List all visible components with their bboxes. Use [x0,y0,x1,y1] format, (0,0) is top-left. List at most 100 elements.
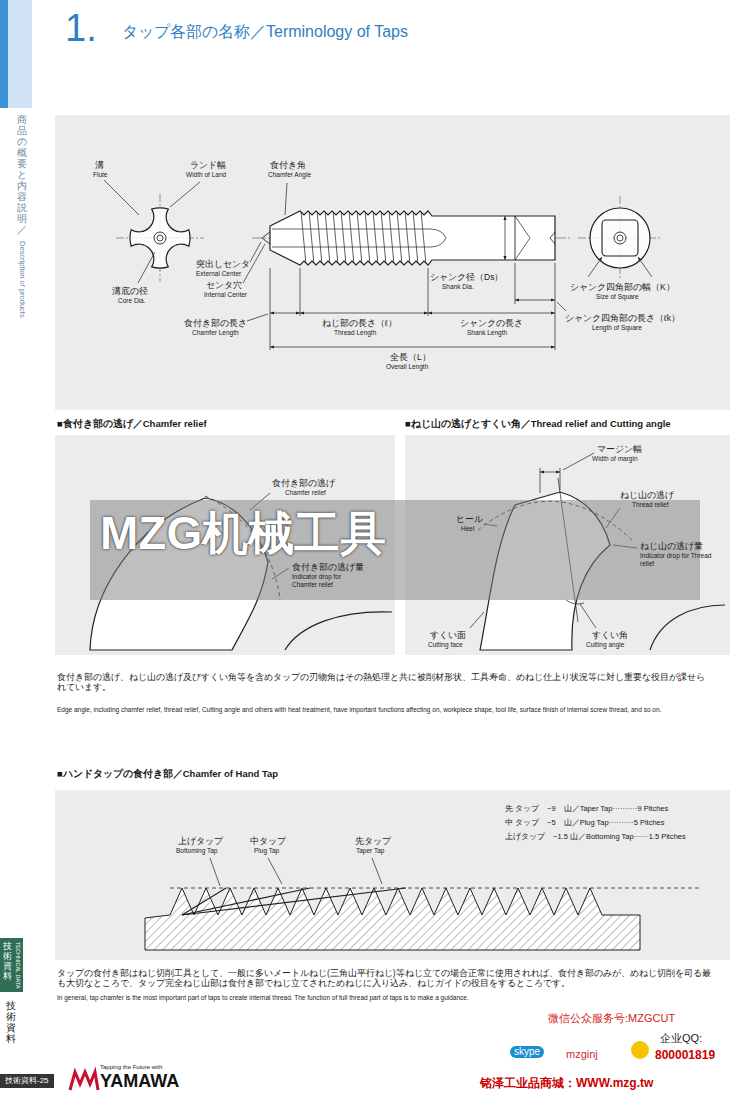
drawing-line [262,232,270,244]
brand-logo: YAMAWA [100,1071,179,1093]
drawing-line [138,252,155,283]
annotation-label: 上げタップ [178,836,223,846]
drawing-line [154,232,166,244]
annotation-label: すくい面 [430,630,466,640]
tap-side-view [252,211,572,265]
drawing-line [70,1072,98,1090]
drawing-line [300,213,428,263]
annotation-label: 中タップ [250,836,286,846]
rotated-text: TECHNICAL DATA [14,942,21,988]
drawing-line [428,313,555,314]
watermark-band [90,500,700,600]
annotation-label: ねじ山の逃げ量 [640,541,703,551]
tagline: Tapping the Future with [100,1064,162,1071]
annotation-label: Thread relief [632,501,669,509]
dimension-line [270,216,555,350]
annotation-label: Shank Length [467,329,507,337]
watermark-text: 铭泽工业品商城：WWW.mzg.tw [480,1076,653,1090]
annotation-label: Chamfer Angle [268,171,311,179]
drawing-line [170,182,200,207]
drawing-line [515,300,555,301]
watermark-text: 企业QQ: [660,1032,702,1045]
drawing-line [580,604,596,628]
drawing-line [270,268,271,350]
drawing-line [55,115,730,410]
drawing-line [270,211,555,265]
annotation-label: 溝 [95,160,104,171]
rotated-text: Description of products [18,241,27,318]
annotation-label: シャンク四角部の幅（K） [570,282,675,292]
side-tab-text: 技術資料 [6,1000,16,1044]
drawing-line [210,858,220,886]
logo-text: skype [510,1046,544,1058]
drawing-line [563,453,594,470]
drawing-line [272,238,446,247]
leader-line [104,180,566,321]
drawing-line [270,347,555,348]
drawing-line [300,313,428,314]
page-number-badge: 技術資料-25 [0,1074,54,1088]
body-paragraph: 食付き部の逃げ、ねじ山の逃げ及びすくい角等を含めタップの刃物角はその熱処理と共に… [57,672,707,692]
drawing-line [515,263,516,304]
drawing-line [588,257,602,277]
annotation-label: 食付き部の長さ [184,318,247,328]
drawing-line [250,242,261,262]
body-paragraph: Edge angle, including chamfer relief, th… [57,706,697,714]
drawing-line [560,468,561,490]
drawing-line [470,612,484,628]
header-bar [0,0,32,108]
drawing-line [631,1041,649,1059]
drawing-line [55,790,730,960]
annotation-label: マージン幅 [597,444,642,454]
watermark-text: 微信公众服务号:MZGCUT [548,1012,675,1025]
annotation-label: ねじ部の長さ（ℓ） [322,318,397,328]
drawing-line [157,235,163,241]
table-row: 中 タップ −5 山／Plug Tap··········5 Pitches [505,818,665,827]
page-title: タップ各部の名称／Terminology of Taps [122,22,408,41]
annotation-label: Chamfer Length [192,329,239,337]
table-row: 上げタップ −1.5 山／Bottoming Tap······1.5 Pitc… [505,832,686,841]
section-heading: ■食付き部の逃げ／Chamfer relief [57,418,207,429]
watermark-text: mzginj [566,1048,598,1061]
drawing-line [285,612,392,650]
drawing-line [145,888,640,950]
annotation-label: Thread Length [334,329,376,337]
drawing-line [617,235,623,241]
drawing-line [0,0,32,108]
drawing-line [638,257,652,277]
annotation-label: シャンクの長さ [460,318,523,328]
annotation-label: センタ穴 [206,280,242,290]
annotation-label: シャンク径（Ds） [430,272,503,282]
body-paragraph: タップの食付き部はねじ切削工具として、一般に多いメートルねじ(三角山平行ねじ)等… [57,968,717,988]
drawing-line [590,208,650,268]
annotation-label: Flute [93,171,107,179]
drawing-line [428,268,429,316]
annotation-label: Taper Tap [356,847,384,855]
annotation-label: 溝底の径 [112,286,148,296]
drawing-line [515,216,516,260]
annotation-label: すくい角 [592,630,628,640]
annotation-label: Bottoming Tap [176,847,217,855]
drawing-line [145,888,640,950]
annotation-label: Shank Dia. [442,283,474,291]
drawing-line [268,858,282,884]
annotation-label: Internal Center [204,291,247,299]
drawing-line [557,302,566,311]
annotation-label: 全長（L） [390,352,431,362]
drawing-line [272,229,446,238]
vertical-text: 技術資料 [3,942,12,982]
annotation-label: ヒール [456,514,483,524]
annotation-label: Width of margin [592,455,638,463]
annotation-label: シャンク四角部の長さ（ℓk） [565,313,680,323]
annotation-label: 先タップ [355,836,391,846]
drawing-line [55,435,395,655]
side-index-band: 商品の概要と内容説明／Description of products [14,110,30,322]
annotation-label: Cutting face [428,641,463,649]
drawing-line [285,183,287,215]
watermark-text: 800001819 [655,1048,715,1062]
table-row: 先 タップ −9 山／Taper Tap··········9 Pitches [505,804,668,813]
drawing-line [170,888,700,889]
drawing-line [550,232,555,244]
annotation-label: ランド幅 [190,160,226,171]
annotation-label: Cutting angle [586,641,624,649]
